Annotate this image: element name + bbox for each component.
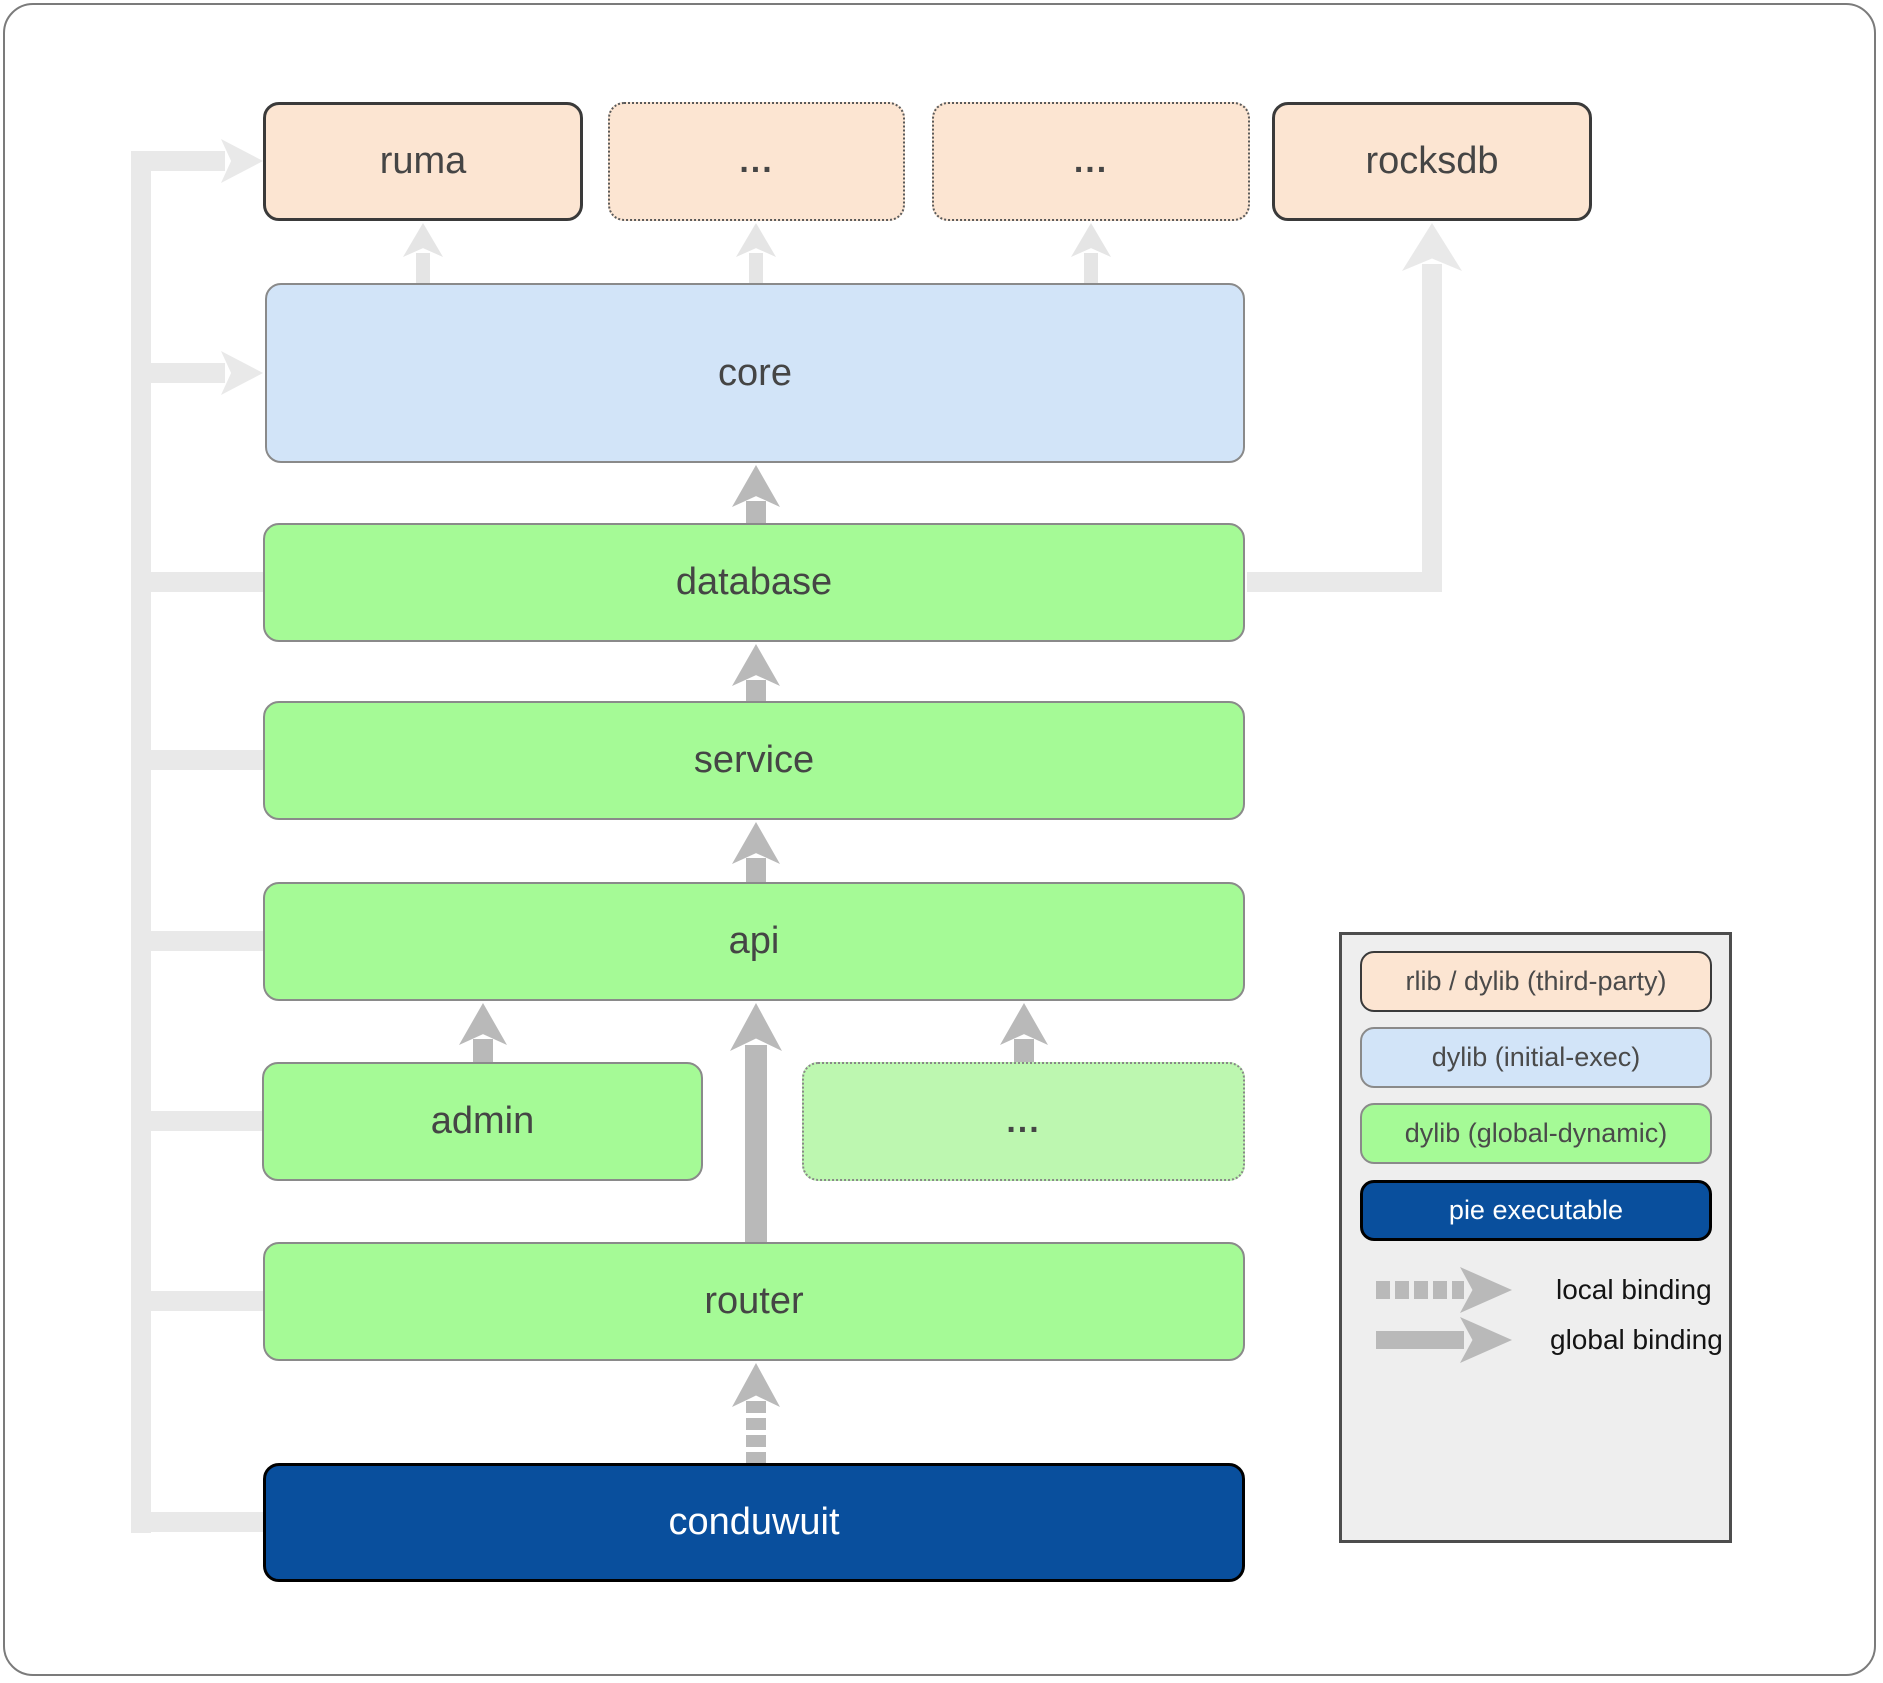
node-admin: admin (262, 1062, 703, 1181)
node-rocksdb: rocksdb (1272, 102, 1592, 221)
node-module-ellipsis: ... (802, 1062, 1245, 1181)
edge-core-to-ellipsis2-shaft (1084, 253, 1098, 284)
legend-key-third-party: rlib / dylib (third-party) (1360, 951, 1712, 1012)
legend-local-binding-arrowhead (1460, 1267, 1512, 1313)
edge-all-to-core-shaft (147, 363, 225, 383)
node-core-label: core (718, 351, 792, 394)
node-third-party-ellipsis-2: ... (932, 102, 1250, 221)
legend-key-pie-executable-label: pie executable (1448, 1195, 1624, 1225)
node-api: api (263, 882, 1245, 1001)
legend-key-initial-exec-label: dylib (initial-exec) (1431, 1042, 1641, 1072)
stub-database (147, 572, 265, 592)
edge-all-to-ruma-shaft (147, 151, 225, 171)
node-ellipsis3-label: ... (1006, 1102, 1041, 1140)
legend-key-third-party-label: rlib / dylib (third-party) (1405, 966, 1667, 996)
legend-key-global-dynamic: dylib (global-dynamic) (1360, 1103, 1712, 1164)
edge-router-to-api-shaft (745, 1045, 767, 1243)
trunk-line (131, 151, 151, 1533)
edge-database-to-rocksdb-vertical (1422, 264, 1442, 592)
stub-api (147, 931, 265, 951)
stub-conduwuit (147, 1512, 265, 1532)
edge-admin-to-api-shaft (473, 1039, 493, 1063)
edge-ellipsis3-to-api-shaft (1014, 1039, 1034, 1063)
node-admin-label: admin (430, 1100, 535, 1142)
node-core: core (265, 283, 1245, 463)
legend-key-initial-exec: dylib (initial-exec) (1360, 1027, 1712, 1088)
legend-local-binding-arrow-shaft (1376, 1281, 1464, 1299)
node-api-label: api (728, 920, 780, 962)
node-database-label: database (675, 561, 833, 603)
node-router: router (263, 1242, 1245, 1361)
node-router-label: router (704, 1280, 804, 1322)
edge-database-to-rocksdb-horizontal (1247, 572, 1442, 592)
node-service-label: service (693, 739, 815, 781)
edge-core-to-ellipsis1-shaft (749, 253, 763, 284)
legend-global-binding-arrowhead (1460, 1317, 1512, 1363)
legend-global-binding-arrow-shaft (1376, 1331, 1464, 1349)
node-third-party-ellipsis-1: ... (608, 102, 905, 221)
node-database: database (263, 523, 1245, 642)
edge-database-to-core-shaft (746, 501, 766, 524)
edge-api-to-service-shaft (746, 858, 766, 883)
node-ellipsis2-label: ... (1073, 142, 1109, 180)
diagram-outer-frame (3, 3, 1876, 1676)
stub-admin (147, 1111, 264, 1131)
legend-panel: rlib / dylib (third-party) dylib (initia… (1339, 932, 1732, 1543)
node-ellipsis1-label: ... (739, 142, 774, 180)
legend-local-binding-label: local binding (1556, 1274, 1712, 1305)
node-ruma: ruma (263, 102, 583, 221)
node-conduwuit: conduwuit (263, 1463, 1245, 1582)
legend-global-binding-label: global binding (1550, 1324, 1723, 1355)
legend-key-pie-executable: pie executable (1360, 1180, 1712, 1241)
node-rocksdb-label: rocksdb (1365, 140, 1499, 182)
edge-conduwuit-to-router-shaft (746, 1401, 766, 1463)
stub-router (147, 1291, 265, 1311)
legend-key-global-dynamic-label: dylib (global-dynamic) (1404, 1118, 1668, 1148)
edge-service-to-database-shaft (746, 680, 766, 702)
stub-service (147, 750, 265, 770)
node-ruma-label: ruma (379, 140, 467, 182)
node-service: service (263, 701, 1245, 820)
edge-core-to-ruma-shaft (416, 253, 430, 284)
node-conduwuit-label: conduwuit (668, 1501, 840, 1543)
